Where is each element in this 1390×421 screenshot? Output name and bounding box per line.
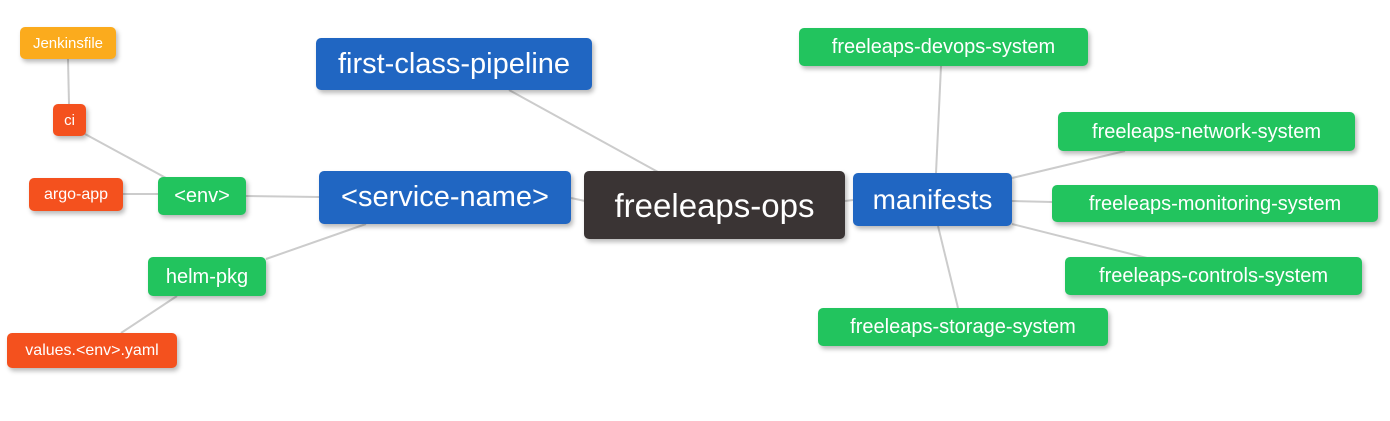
node-freeleaps-devops-system[interactable]: freeleaps-devops-system [799, 28, 1088, 66]
node-manifests-label: manifests [872, 183, 993, 215]
node-service-name[interactable]: <service-name> [319, 171, 571, 224]
node-freeleaps-devops-system-label: freeleaps-devops-system [831, 36, 1056, 58]
edge-freeleaps-ops-manifests [844, 199, 854, 202]
node-ci[interactable]: ci [53, 104, 86, 136]
node-freeleaps-monitoring-system[interactable]: freeleaps-monitoring-system [1052, 185, 1378, 222]
node-freeleaps-storage-system-label: freeleaps-storage-system [850, 316, 1076, 338]
node-freeleaps-network-system-label: freeleaps-network-system [1092, 120, 1321, 143]
node-freeleaps-storage-system[interactable]: freeleaps-storage-system [818, 308, 1108, 346]
edge-values-helm-pkg [120, 295, 178, 334]
node-ci-label: ci [64, 111, 75, 129]
node-env[interactable]: <env> [158, 177, 246, 215]
node-helm-pkg[interactable]: helm-pkg [148, 257, 266, 296]
node-freeleaps-controls-system[interactable]: freeleaps-controls-system [1065, 257, 1362, 295]
edge-manifests-storage-system [937, 225, 959, 309]
node-manifests[interactable]: manifests [853, 173, 1012, 226]
edge-ci-env [84, 133, 167, 179]
node-values-env-yaml-label: values.<env>.yaml [25, 341, 159, 359]
node-first-class-pipeline[interactable]: first-class-pipeline [316, 38, 592, 90]
node-freeleaps-network-system[interactable]: freeleaps-network-system [1058, 112, 1355, 151]
node-first-class-pipeline-label: first-class-pipeline [337, 47, 571, 80]
node-env-label: <env> [174, 185, 230, 207]
node-argo-app[interactable]: argo-app [29, 178, 123, 211]
edge-env-service-name [245, 195, 320, 198]
node-jenkinsfile[interactable]: Jenkinsfile [20, 27, 116, 59]
node-freeleaps-ops-label: freeleaps-ops [614, 186, 815, 224]
edge-manifests-devops-system [935, 65, 942, 174]
edge-jenkinsfile-ci [67, 58, 70, 105]
node-values-env-yaml[interactable]: values.<env>.yaml [7, 333, 177, 368]
edge-fcp-freeleaps-ops [508, 89, 659, 173]
node-freeleaps-monitoring-system-label: freeleaps-monitoring-system [1088, 192, 1342, 215]
node-freeleaps-ops-root[interactable]: freeleaps-ops [584, 171, 845, 239]
edge-manifests-network-system [1011, 150, 1126, 179]
edge-manifests-controls-system [1011, 223, 1148, 259]
edge-service-name-freeleaps-ops [570, 197, 586, 202]
node-freeleaps-controls-system-label: freeleaps-controls-system [1099, 265, 1328, 287]
edge-helm-pkg-service-name [265, 223, 367, 260]
node-service-name-label: <service-name> [341, 181, 549, 213]
node-jenkinsfile-label: Jenkinsfile [32, 34, 104, 52]
node-helm-pkg-label: helm-pkg [165, 265, 249, 288]
node-argo-app-label: argo-app [43, 185, 109, 203]
edge-manifests-monitoring-system [1011, 200, 1053, 203]
